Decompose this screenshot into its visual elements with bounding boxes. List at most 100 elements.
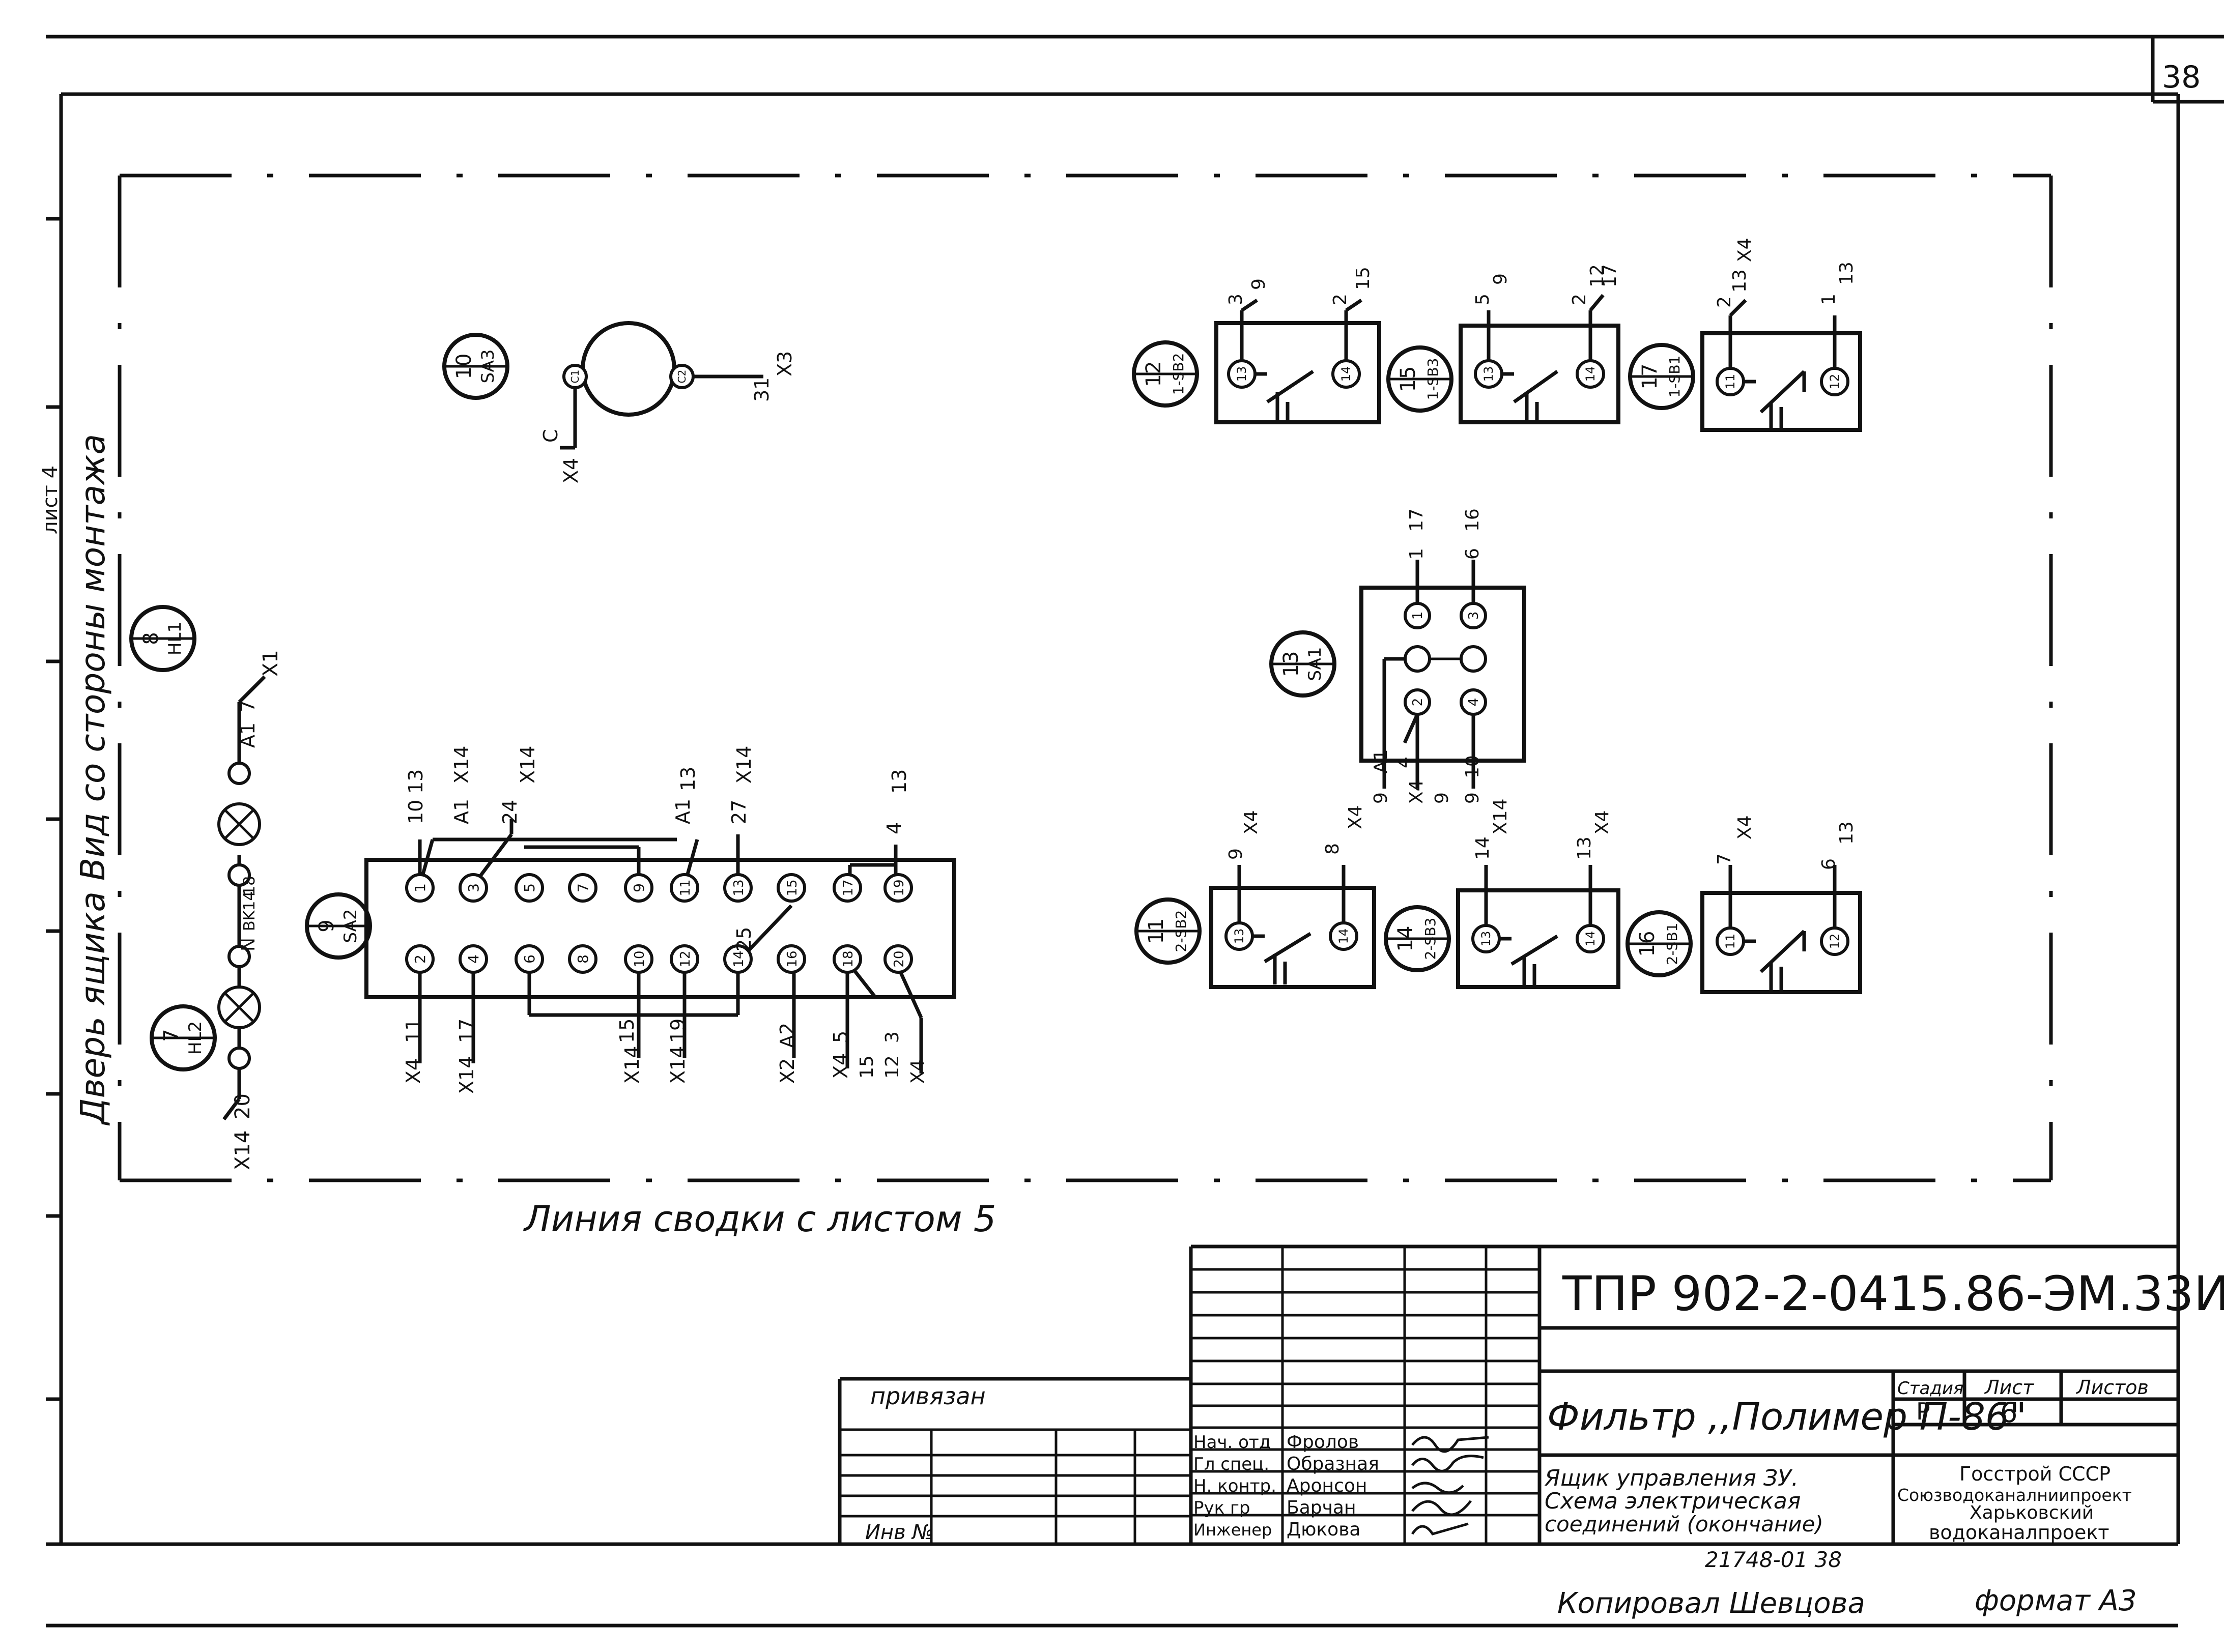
sa2-wl-x14b: X14 [517, 746, 539, 784]
stage-header: Стадия [1897, 1378, 1963, 1399]
sa2-wl-a1b: A1 [672, 799, 694, 824]
sa2-wl-x14a: X14 [450, 746, 473, 784]
role-4: Рук гр [1193, 1498, 1250, 1518]
hl-label-a1: A1 [237, 722, 259, 748]
name-2: Образная [1287, 1454, 1379, 1474]
sa2-wb-15: 15 [616, 1019, 638, 1043]
sa2-wb-x14a: X14 [455, 1056, 478, 1094]
sa1-wl-9a: 9 [1371, 792, 1391, 804]
pushbutton-1-sb2 [1214, 299, 1381, 424]
hl-label-x1: X1 [259, 650, 282, 677]
sa2-wb-12: 12 [882, 1055, 903, 1079]
sa2-top-t17: 17 [841, 879, 856, 896]
sa2-wb-15b: 15 [857, 1055, 877, 1079]
role-3: Н. контр. [1193, 1476, 1276, 1496]
sa2-wb-5: 5 [830, 1031, 852, 1043]
sa2-wb-11: 11 [402, 1019, 424, 1043]
sa2-wb-19: 19 [667, 1019, 689, 1043]
sa2-wl-25: 25 [733, 927, 755, 951]
sa2-wire-labels-bottom: X4 11 X14 17 X14 15 X14 19 X2 A2 X4 5 15… [402, 1019, 928, 1094]
sa1-t4: 4 [1466, 698, 1481, 707]
sa1-wl-17: 17 [1406, 508, 1427, 532]
sb3a-wl-17: 17 [1600, 264, 1620, 287]
stage-value: Р [1916, 1398, 1930, 1425]
sa3-label-x3: X3 [774, 351, 796, 376]
sa2-wl-a1a: A1 [450, 799, 473, 824]
badge-hl1: 8 HL1 [129, 605, 196, 672]
sa1-wl-1: 1 [1406, 548, 1427, 560]
badge-sa2-num: 9 [315, 919, 338, 932]
sb1a-wl-x4: X4 [1734, 238, 1755, 262]
sb2b-wl-x4a: X4 [1241, 810, 1262, 834]
name-5: Дюкова [1287, 1519, 1360, 1540]
sheet-frame [46, 35, 2224, 1628]
sb1a-t12: 12 [1828, 374, 1842, 390]
sa2-wb-x4a: X4 [402, 1058, 424, 1084]
sa2-wb-x14b: X14 [621, 1046, 643, 1084]
bottom-caption: Линия сводки с листом 5 [523, 1198, 996, 1240]
sa2-wl-13c: 13 [888, 769, 910, 794]
badge-sa3-num: 10 [452, 354, 476, 380]
sb3b-t14: 14 [1583, 931, 1598, 947]
badge-hl2-ref: HL2 [185, 1021, 206, 1055]
sa2-bot-t12: 12 [678, 950, 693, 967]
sb1b-wl-13: 13 [1836, 821, 1857, 845]
badge-2-sb1: 16 2-SB1 [1626, 910, 1693, 977]
sa2-terminals-bottom: 2 4 6 8 10 12 14 16 18 20 [405, 944, 913, 974]
hl-label-bk14: BK14 [241, 891, 259, 931]
name-4: Барчан [1287, 1497, 1356, 1518]
sa2-wb-17: 17 [455, 1019, 478, 1043]
sa2-bot-t16: 16 [785, 950, 800, 967]
sb3b-wl-13: 13 [1574, 836, 1595, 860]
sb1a-wl-2: 2 [1714, 296, 1735, 308]
role-2: Гл спец. [1193, 1454, 1269, 1474]
sa3-label-c: C [539, 429, 562, 443]
sb1a-wl-1: 1 [1818, 294, 1839, 305]
lamp-hl1-terminal-1 [227, 863, 251, 887]
badge-sb1a-ref: 1-SB1 [1666, 356, 1683, 398]
sa2-top-t19: 19 [892, 879, 907, 896]
badge-sb2b-ref: 2-SB2 [1173, 910, 1189, 952]
sa2-top-t11: 11 [678, 879, 693, 896]
sa1-t3: 3 [1466, 612, 1481, 620]
sa1-wl-10: 10 [1462, 755, 1483, 778]
sb1b-t12: 12 [1828, 934, 1842, 949]
sb3b-t13: 13 [1479, 931, 1493, 947]
sheet-number: 6 [2000, 1397, 2017, 1429]
lamp-hl1-terminal-2 [227, 762, 251, 785]
sb2a-wl-15: 15 [1353, 267, 1374, 290]
drawing-code: ТПР 902-2-0415.86-ЭМ.33И [1562, 1266, 2224, 1322]
sa1-wl-16: 16 [1462, 508, 1483, 532]
sa2-wb-3: 3 [882, 1031, 903, 1043]
sb3a-wl-12: 12 [1587, 264, 1608, 287]
privyazan-label: привязан [870, 1382, 986, 1410]
sb2b-wl-8: 8 [1322, 843, 1343, 855]
description-line-3: соединений (окончание) [1545, 1512, 1823, 1537]
sb1b-wl-6: 6 [1818, 858, 1839, 870]
sa2-wl-13a: 13 [405, 769, 427, 794]
org-line-1: Госстрой СССР [1959, 1463, 2111, 1485]
sa1-t2: 2 [1410, 698, 1425, 707]
sb2a-wl-2: 2 [1330, 294, 1351, 305]
sa2-bot-t8: 8 [575, 954, 591, 964]
sb3a-t13: 13 [1481, 366, 1496, 382]
sa2-terminals-top: 1 3 5 7 9 11 13 15 17 19 [405, 873, 913, 903]
sb3a-t14: 14 [1583, 366, 1598, 382]
hl-label-n: N [238, 938, 259, 951]
sb2a-t13: 13 [1235, 366, 1249, 382]
badge-sb3a-num: 15 [1396, 366, 1420, 392]
sa2-terminal-block [364, 819, 956, 1074]
sa2-wl-4: 4 [883, 822, 905, 834]
door-boundary [118, 173, 2053, 1182]
pushbutton-2-sb1 [1700, 865, 1862, 994]
sheets-header: Листов [2075, 1376, 2149, 1399]
badge-1-sb2: 12 1-SB2 [1132, 340, 1199, 408]
sb3b-wl-14: 14 [1472, 836, 1493, 860]
badge-sb2a-num: 12 [1142, 361, 1165, 387]
sa3-label-c2: C2 [676, 370, 688, 384]
sa1-switch [1359, 560, 1526, 789]
inv-label: Инв № [865, 1521, 933, 1544]
hl-label-18: 18 [241, 876, 259, 895]
sa2-wl-27: 27 [728, 800, 750, 824]
sheet-header: Лист [1984, 1376, 2035, 1399]
